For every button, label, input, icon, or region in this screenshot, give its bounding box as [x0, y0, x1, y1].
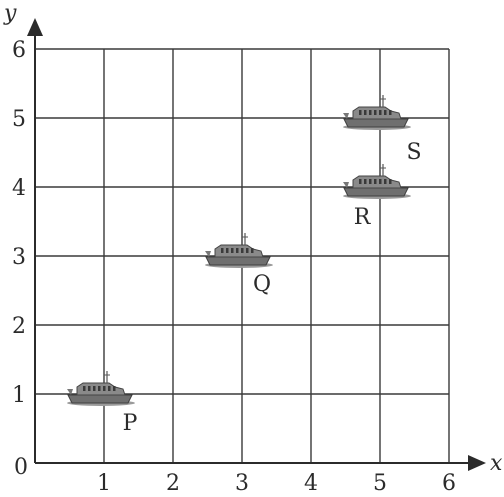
x-tick-label: 3	[235, 471, 249, 496]
ship-icon	[67, 371, 135, 406]
y-tick-label: 5	[12, 107, 26, 132]
x-tick-label: 5	[373, 471, 387, 496]
point-label: S	[406, 140, 421, 165]
x-axis-label: x	[490, 451, 503, 476]
y-tick-label: 3	[12, 245, 26, 270]
x-tick-label: 1	[97, 471, 111, 496]
ship-icon	[343, 95, 411, 130]
origin-label: 0	[14, 455, 28, 480]
point-label: P	[123, 411, 138, 436]
point-r: R	[343, 164, 411, 230]
point-label: Q	[253, 272, 271, 297]
x-tick-labels: 1 2 3 4 5 6	[97, 471, 456, 496]
y-tick-label: 4	[12, 176, 26, 201]
point-q: Q	[205, 233, 273, 297]
point-p: P	[67, 371, 138, 436]
x-tick-label: 6	[442, 471, 456, 496]
plotted-points: P Q R S	[67, 95, 422, 436]
ship-icon	[205, 233, 273, 268]
ship-icon	[343, 164, 411, 199]
y-axis-label: y	[3, 1, 17, 26]
x-tick-label: 2	[166, 471, 180, 496]
x-tick-label: 4	[304, 471, 318, 496]
y-tick-label: 1	[12, 383, 26, 408]
point-label: R	[354, 205, 372, 230]
y-tick-label: 2	[12, 314, 26, 339]
y-tick-label: 6	[12, 38, 26, 63]
y-tick-labels: 1 2 3 4 5 6	[12, 38, 26, 408]
point-s: S	[343, 95, 422, 165]
